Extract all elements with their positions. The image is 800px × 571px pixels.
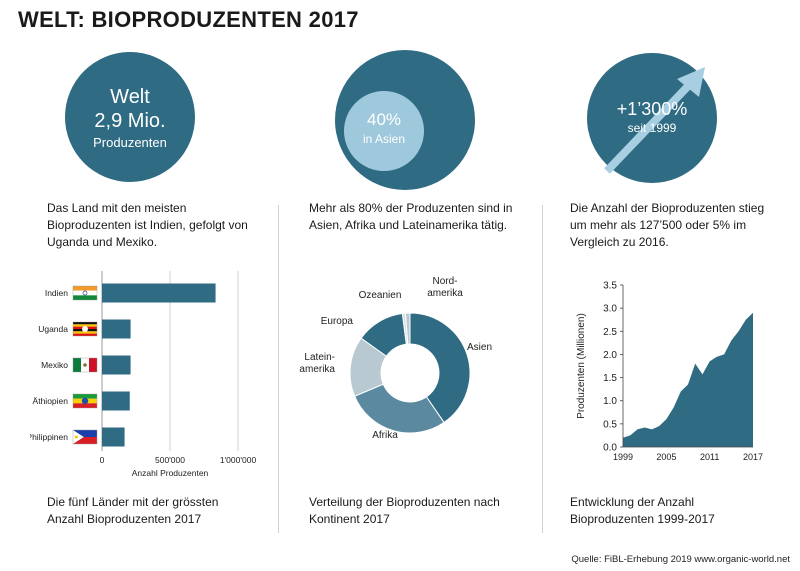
- circle-line-count: 2,9 Mio.: [94, 110, 166, 132]
- y-tick-label: 3.0: [603, 304, 617, 315]
- x-tick-label: 2011: [700, 452, 719, 462]
- slice-label: Nord-amerika: [427, 276, 463, 299]
- panel1-footer: Die fünf Länder mit der grössten Anzahl …: [47, 495, 219, 526]
- donut-slice-5: [404, 312, 411, 345]
- page-title: WELT: BIOPRODUZENTEN 2017: [18, 7, 359, 32]
- panel2-footer: Verteilung der Bioproduzenten nach Konti…: [309, 495, 500, 526]
- x-tick-label: 2005: [656, 452, 676, 462]
- donut-slice-1: [354, 383, 445, 434]
- bar-4: [102, 427, 125, 447]
- column-divider-2: [542, 205, 543, 533]
- area-series: [623, 312, 753, 447]
- x-tick-label: 500'000: [155, 455, 185, 465]
- y-tick-label: 1.0: [603, 396, 617, 407]
- slice-label: Latein-amerika: [299, 352, 335, 375]
- growth-text: +1’300% seit 1999: [587, 98, 717, 136]
- column-divider-1: [278, 205, 279, 533]
- y-tick-label: 0.0: [603, 443, 617, 454]
- x-tick-label: 1'000'000: [220, 455, 257, 465]
- category-label: Uganda: [38, 324, 68, 334]
- category-label: Mexiko: [41, 360, 68, 370]
- category-label: Äthiopien: [33, 396, 69, 406]
- world-producers-text: Welt 2,9 Mio. Produzenten: [65, 85, 195, 153]
- donut-slice-0: [409, 312, 471, 424]
- circle-line-asia: in Asien: [362, 132, 406, 146]
- circle-line-growth: +1’300%: [616, 99, 688, 119]
- flag-philippinen-icon: [72, 429, 98, 445]
- bar-2: [102, 355, 131, 375]
- category-label: Philippinen: [30, 432, 68, 442]
- bar-3: [102, 391, 130, 411]
- asia-share-text: 40% in Asien: [344, 110, 424, 148]
- panel1-description: Das Land mit den meisten Bioproduzenten …: [47, 201, 248, 249]
- circle-line-unit: Produzenten: [93, 135, 167, 150]
- x-axis-label: Anzahl Produzenten: [132, 468, 209, 478]
- y-tick-label: 2.0: [603, 350, 617, 361]
- x-tick-label: 1999: [613, 452, 633, 462]
- slice-label: Ozeanien: [359, 290, 402, 301]
- asia-share-inner-circle: [344, 91, 424, 171]
- y-tick-label: 1.5: [603, 373, 617, 384]
- panel3-footer: Entwicklung der Anzahl Bioproduzenten 19…: [570, 495, 715, 526]
- flag-indien-icon: [72, 285, 98, 301]
- panel3-description: Die Anzahl der Bioproduzenten stieg um m…: [570, 201, 765, 249]
- x-tick-label: 0: [100, 455, 105, 465]
- slice-label: Afrika: [372, 430, 398, 441]
- world-producers-circle: [65, 52, 195, 182]
- producers-area-chart: 0.0 0.5 1.0 1.5 2.0 2.5 3.0 3.5 1999 2005 2011 2017…: [576, 281, 763, 463]
- slice-label: Europa: [321, 316, 354, 327]
- flag-mexiko-icon: [72, 357, 98, 373]
- y-tick-label: 3.5: [603, 281, 617, 292]
- growth-arrow-icon: [604, 67, 705, 174]
- bar-1: [102, 319, 131, 339]
- flag-uganda-icon: [72, 321, 98, 337]
- circle-line-percent: 40%: [366, 110, 402, 129]
- slice-label: Asien: [467, 342, 492, 353]
- y-tick-label: 2.5: [603, 327, 617, 338]
- panel2-description: Mehr als 80% der Produzenten sind in Asi…: [309, 201, 513, 232]
- bar-0: [102, 283, 216, 303]
- category-label: Indien: [45, 288, 68, 298]
- flag-äthiopien-icon: [72, 393, 98, 409]
- source-note: Quelle: FiBL-Erhebung 2019 www.organic-w…: [571, 554, 790, 565]
- circle-line-world: Welt: [110, 86, 150, 108]
- y-tick-label: 0.5: [603, 419, 617, 430]
- circle-line-since: seit 1999: [627, 121, 677, 135]
- y-axis-label: Produzenten (Millionen): [576, 313, 587, 419]
- x-tick-label: 2017: [743, 452, 763, 462]
